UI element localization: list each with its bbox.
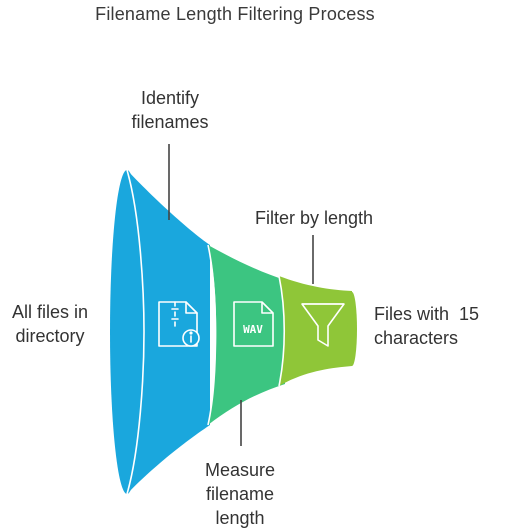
stage-1-rim xyxy=(110,170,144,494)
wav-icon-label: WAV xyxy=(243,323,263,336)
stage-1-segment xyxy=(127,170,210,494)
stage-2-label: Measure filename length xyxy=(204,460,276,528)
file-info-icon xyxy=(158,301,200,347)
input-label: All files in directory xyxy=(11,302,89,346)
stage-3-label: Filter by length xyxy=(254,208,374,228)
wav-file-icon xyxy=(233,301,274,347)
stage-1-label: Identify filenames xyxy=(131,88,209,132)
diagram-title: Filename Length Filtering Process xyxy=(95,4,375,24)
stage-2-segment xyxy=(208,245,285,425)
stage-3-segment xyxy=(279,276,352,386)
funnel-filter-icon xyxy=(301,303,345,347)
output-label: Files with 15 characters xyxy=(374,304,480,348)
